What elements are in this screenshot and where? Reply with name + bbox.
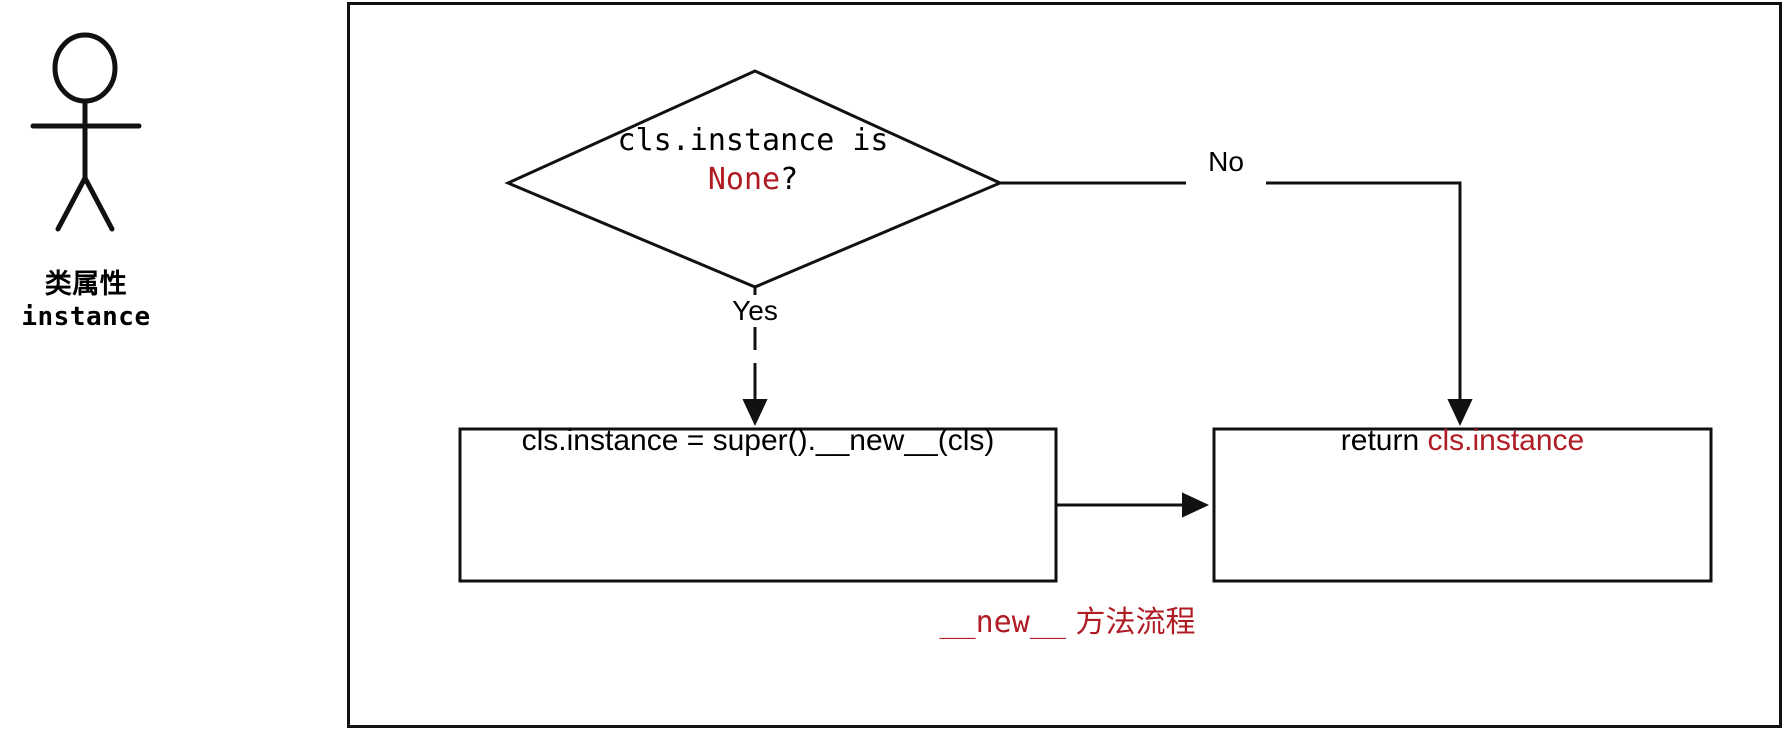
- actor-label-class-attribute: 类属性: [44, 269, 128, 300]
- decision-diamond-shape: [504, 69, 1004, 289]
- flowchart-frame: cls.instance is None? No Yes cls.instanc…: [347, 2, 1782, 728]
- actor-leg-right: [82, 175, 115, 232]
- actor-leg-left: [55, 175, 88, 232]
- flowchart-graphics: [458, 69, 1713, 583]
- actor-head: [52, 32, 118, 104]
- result-box-shape: [1212, 427, 1713, 583]
- process-box-shape: [458, 427, 1058, 583]
- actor-label-instance: instance: [21, 302, 151, 332]
- caption-method-name: __new__: [939, 605, 1066, 640]
- stick-figure-actor-icon: [30, 32, 142, 232]
- actor-group: 类属性 instance: [0, 0, 347, 400]
- caption-method-flow: 方法流程: [1065, 605, 1196, 640]
- diagram-caption: __new__ 方法流程: [350, 597, 1785, 641]
- edge-no-segment-b: [1266, 181, 1462, 411]
